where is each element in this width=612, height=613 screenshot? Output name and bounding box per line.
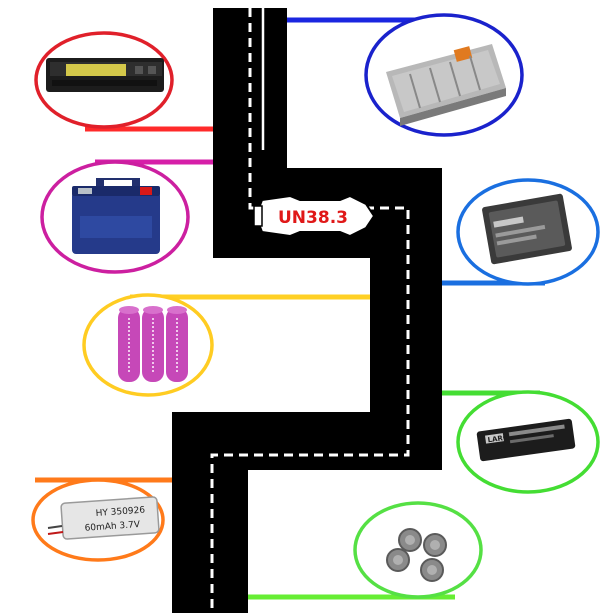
un38-3-badge: UN38.3: [278, 208, 348, 228]
ring-coin: [353, 501, 483, 599]
ev-battery-pack-icon: [386, 44, 506, 126]
phone-battery-icon: [482, 193, 572, 265]
laptop-battery-icon: [46, 58, 164, 92]
cylindrical-cells-icon: [118, 306, 188, 382]
pack-brand-label: LARGE: [487, 433, 514, 445]
road: [172, 8, 442, 613]
lipo-spec-label: 60mAh 3.7V: [84, 520, 141, 534]
lipo-pouch-battery-icon: HY 350926 60mAh 3.7V: [47, 496, 160, 540]
lead-acid-battery-icon: [72, 178, 160, 254]
coin-cells-icon: [386, 528, 447, 582]
race-car: UN38.3: [253, 186, 376, 246]
road-surface: [172, 8, 442, 613]
battery-pack-icon: LARGE: [476, 418, 576, 462]
lipo-model-label: HY 350926: [95, 506, 145, 519]
road-center-dashes: [210, 8, 410, 613]
